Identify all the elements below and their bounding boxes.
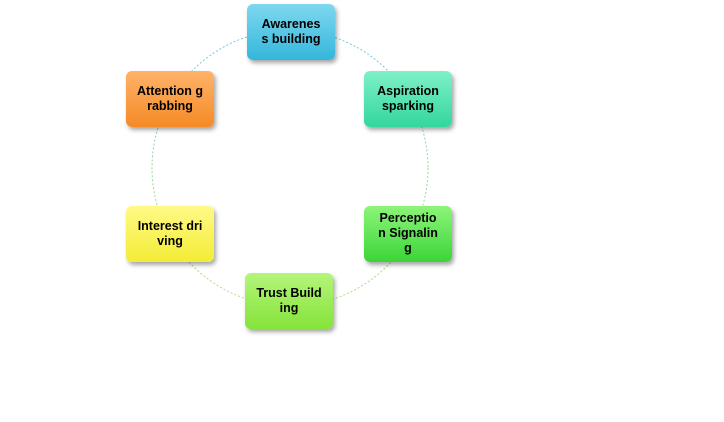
node-interest-driving: Interest driving	[126, 206, 214, 262]
node-label: Perceptio n Signaling	[378, 211, 438, 255]
node-awareness-building: Awarenes s building	[247, 4, 335, 60]
node-label: Awarenes s building	[261, 17, 321, 46]
node-label: Interest driving	[137, 219, 203, 248]
node-label: Attention grabbing	[137, 84, 203, 113]
node-attention-grabbing: Attention grabbing	[126, 71, 214, 127]
node-trust-building: Trust Building	[245, 273, 333, 329]
node-aspiration-sparking: Aspiration sparking	[364, 71, 452, 127]
node-label: Aspiration sparking	[377, 84, 439, 113]
node-label: Trust Building	[256, 286, 322, 315]
node-perception-signaling: Perceptio n Signaling	[364, 206, 452, 262]
